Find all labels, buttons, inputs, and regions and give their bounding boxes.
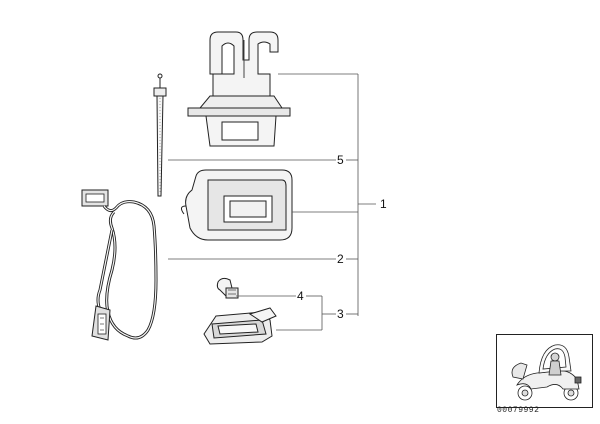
lamp-housing-icon	[180, 169, 293, 241]
wiring-harness-icon	[81, 189, 158, 341]
callout-4: 4	[297, 289, 304, 303]
reference-number: 00079992	[497, 406, 540, 415]
scooter-thumbnail-icon	[511, 344, 582, 401]
leader-lines	[168, 73, 376, 331]
bracket-holder-icon	[187, 31, 291, 147]
callout-3: 3	[337, 307, 344, 321]
callout-2: 2	[337, 252, 344, 266]
bulb-icon	[216, 277, 239, 299]
scooter-thumbnail	[496, 334, 593, 408]
cable-tie-icon	[153, 73, 167, 197]
lamp-socket-icon	[203, 307, 277, 345]
callout-5: 5	[337, 153, 344, 167]
callout-1: 1	[380, 197, 387, 211]
